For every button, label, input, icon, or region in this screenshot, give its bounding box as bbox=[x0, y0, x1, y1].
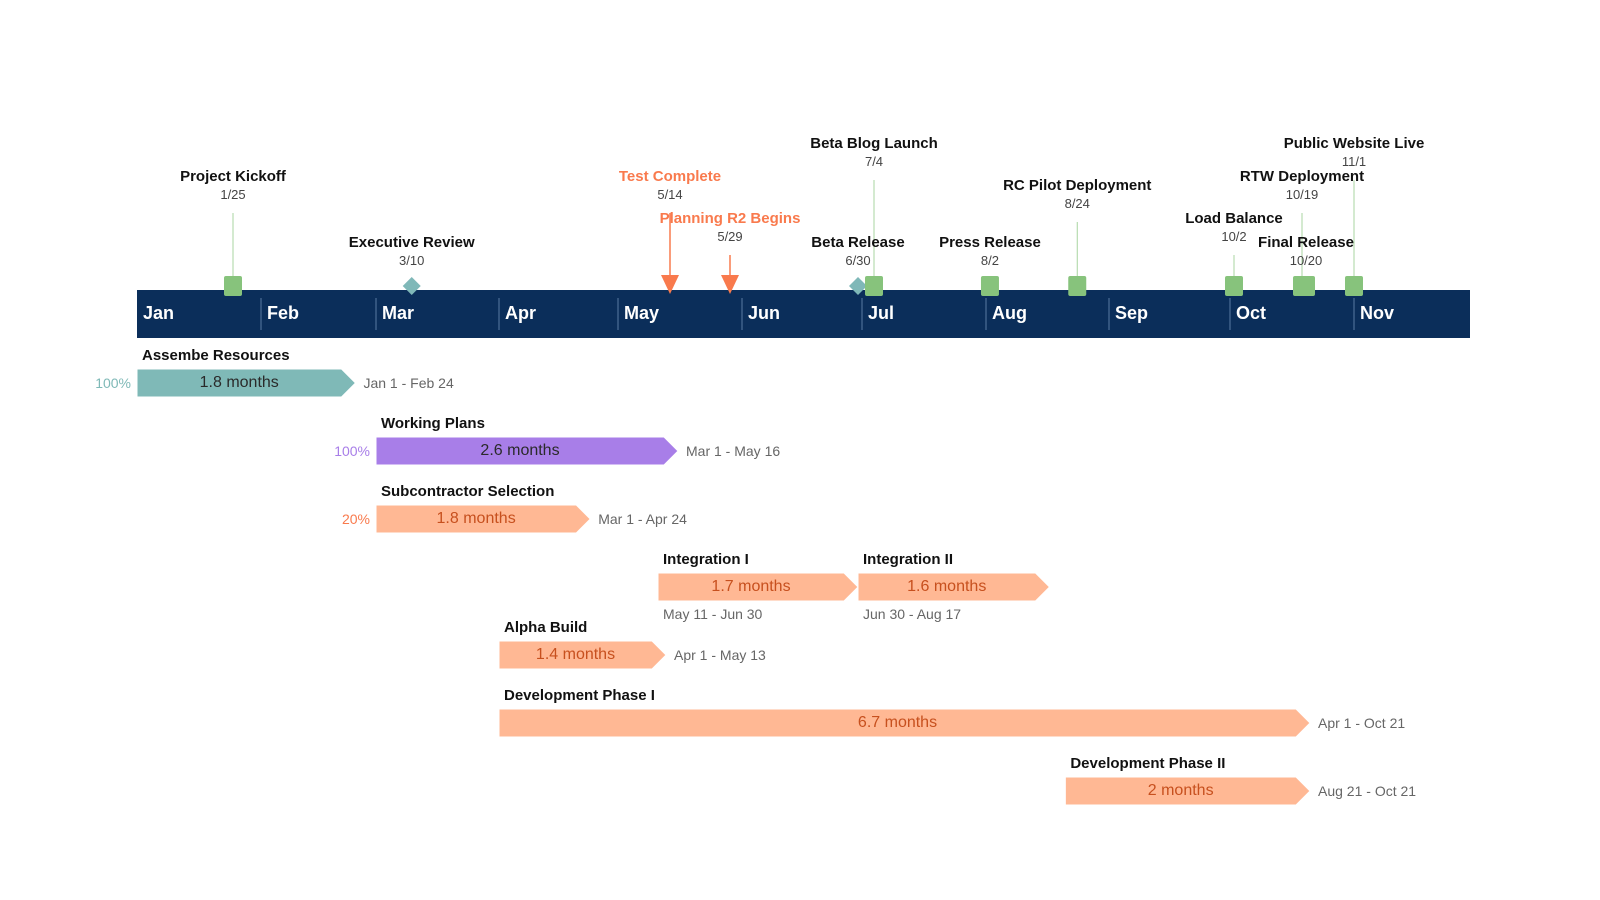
milestone-square-project-kickoff bbox=[224, 276, 242, 296]
milestone-title-rtw-deployment: RTW Deployment bbox=[1239, 168, 1365, 185]
milestone-diamond-beta-release bbox=[849, 277, 867, 295]
month-label-jun: Jun bbox=[748, 303, 781, 323]
milestone-title-project-kickoff: Project Kickoff bbox=[180, 168, 286, 185]
month-label-nov: Nov bbox=[1360, 303, 1395, 323]
task-bar-subcontractor-selection bbox=[375, 504, 591, 534]
task-percent-subcontractor-selection: 20% bbox=[341, 511, 370, 527]
task-bar-development-phase-i bbox=[498, 708, 1311, 738]
task-range-integration-ii: Jun 30 - Aug 17 bbox=[863, 606, 962, 622]
milestone-date-final-release: 10/20 bbox=[1289, 253, 1323, 268]
task-range-integration-i: May 11 - Jun 30 bbox=[663, 606, 763, 622]
milestone-date-load-balance: 10/2 bbox=[1221, 229, 1247, 244]
milestone-title-final-release: Final Release bbox=[1258, 234, 1354, 251]
task-duration-development-phase-ii: 2 months bbox=[1147, 782, 1214, 799]
month-label-sep: Sep bbox=[1115, 303, 1149, 323]
milestone-title-executive-review: Executive Review bbox=[348, 234, 475, 251]
task-range-alpha-build: Apr 1 - May 13 bbox=[674, 647, 766, 663]
task-bar-integration-ii bbox=[857, 572, 1051, 602]
milestone-triangle-test-complete bbox=[661, 275, 679, 294]
milestone-date-rc-pilot-deployment: 8/24 bbox=[1064, 196, 1090, 211]
milestone-date-project-kickoff: 1/25 bbox=[220, 187, 246, 202]
milestone-title-press-release: Press Release bbox=[939, 234, 1041, 251]
milestone-date-test-complete: 5/14 bbox=[657, 187, 683, 202]
task-bar-alpha-build bbox=[498, 640, 667, 670]
task-name-integration-ii: Integration II bbox=[863, 551, 953, 568]
task-name-integration-i: Integration I bbox=[663, 551, 749, 568]
milestone-date-rtw-deployment: 10/19 bbox=[1285, 187, 1319, 202]
milestone-date-beta-blog-launch: 7/4 bbox=[864, 154, 884, 169]
task-range-subcontractor-selection: Mar 1 - Apr 24 bbox=[598, 511, 687, 527]
milestone-title-beta-release: Beta Release bbox=[811, 234, 905, 251]
task-percent-assembe-resources: 100% bbox=[95, 375, 131, 391]
month-label-feb: Feb bbox=[267, 303, 300, 323]
milestone-square-press-release bbox=[980, 276, 999, 296]
month-label-may: May bbox=[624, 303, 660, 323]
milestone-title-planning-r2-begins: Planning R2 Begins bbox=[659, 210, 801, 227]
month-label-oct: Oct bbox=[1236, 303, 1267, 323]
task-duration-working-plans: 2.6 months bbox=[480, 442, 560, 459]
milestone-date-executive-review: 3/10 bbox=[399, 253, 425, 268]
task-duration-integration-i: 1.7 months bbox=[711, 578, 791, 595]
task-duration-subcontractor-selection: 1.8 months bbox=[436, 510, 516, 527]
task-name-alpha-build: Alpha Build bbox=[504, 619, 588, 636]
milestone-title-public-website-live: Public Website Live bbox=[1283, 135, 1425, 152]
milestone-triangle-planning-r2-begins bbox=[721, 275, 739, 294]
milestone-diamond-executive-review bbox=[402, 277, 421, 295]
task-duration-assembe-resources: 1.8 months bbox=[199, 374, 279, 391]
task-bar-working-plans bbox=[375, 436, 679, 466]
milestone-title-load-balance: Load Balance bbox=[1185, 210, 1283, 227]
milestone-title-beta-blog-launch: Beta Blog Launch bbox=[810, 135, 938, 152]
milestone-square-public-website-live bbox=[1345, 276, 1363, 296]
task-range-development-phase-i: Apr 1 - Oct 21 bbox=[1318, 715, 1406, 731]
milestone-date-public-website-live: 11/1 bbox=[1341, 154, 1367, 169]
task-duration-alpha-build: 1.4 months bbox=[535, 646, 616, 663]
milestone-title-rc-pilot-deployment: RC Pilot Deployment bbox=[1003, 177, 1152, 194]
task-bar-integration-i bbox=[657, 572, 859, 602]
month-band bbox=[137, 290, 1470, 338]
task-range-development-phase-ii: Aug 21 - Oct 21 bbox=[1318, 783, 1417, 799]
milestone-square-final-release bbox=[1297, 276, 1315, 296]
task-name-working-plans: Working Plans bbox=[381, 415, 485, 432]
task-name-development-phase-i: Development Phase I bbox=[504, 687, 655, 704]
task-name-subcontractor-selection: Subcontractor Selection bbox=[381, 483, 555, 500]
milestone-date-beta-release: 6/30 bbox=[845, 253, 871, 268]
milestone-date-press-release: 8/2 bbox=[980, 253, 999, 268]
month-label-aug: Aug bbox=[992, 303, 1027, 323]
task-duration-development-phase-i: 6.7 months bbox=[857, 714, 938, 731]
task-duration-integration-ii: 1.6 months bbox=[907, 578, 987, 595]
task-range-assembe-resources: Jan 1 - Feb 24 bbox=[363, 375, 454, 391]
task-bar-assembe-resources bbox=[136, 368, 357, 398]
task-name-assembe-resources: Assembe Resources bbox=[142, 347, 290, 364]
milestone-date-planning-r2-begins: 5/29 bbox=[717, 229, 743, 244]
milestone-square-rc-pilot-deployment bbox=[1068, 276, 1087, 296]
month-label-jan: Jan bbox=[143, 303, 175, 323]
milestone-square-beta-blog-launch bbox=[865, 276, 883, 296]
task-name-development-phase-ii: Development Phase II bbox=[1070, 755, 1226, 772]
month-label-mar: Mar bbox=[382, 303, 415, 323]
month-label-apr: Apr bbox=[505, 303, 536, 323]
month-label-jul: Jul bbox=[868, 303, 895, 323]
milestone-title-test-complete: Test Complete bbox=[618, 168, 722, 185]
task-percent-working-plans: 100% bbox=[334, 443, 370, 459]
milestone-square-load-balance bbox=[1225, 276, 1243, 296]
task-range-working-plans: Mar 1 - May 16 bbox=[686, 443, 781, 459]
task-bar-development-phase-ii bbox=[1064, 776, 1311, 806]
